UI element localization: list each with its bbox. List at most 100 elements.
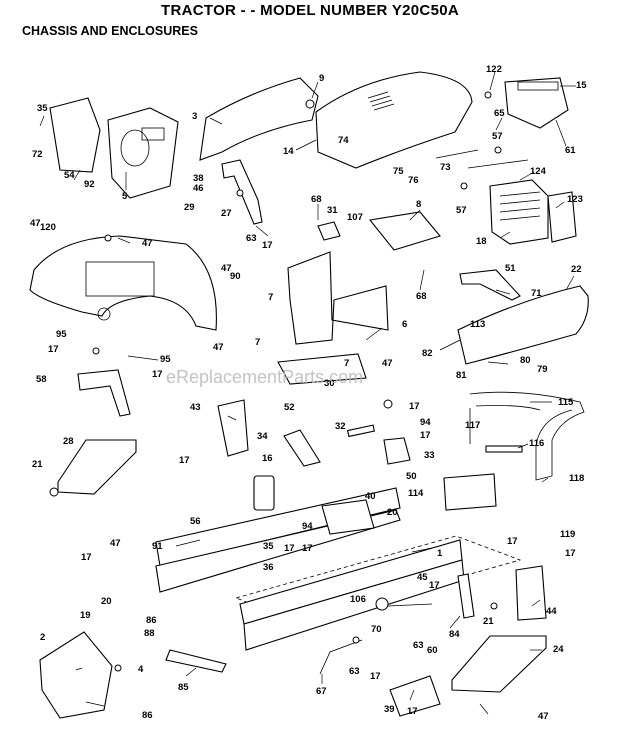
callout: 63 bbox=[413, 640, 424, 651]
callout: 35 bbox=[37, 103, 48, 114]
callout: 40 bbox=[365, 491, 376, 502]
callout: 17 bbox=[179, 455, 190, 466]
callout: 9 bbox=[319, 73, 324, 84]
callout: 122 bbox=[486, 64, 502, 75]
callout: 47 bbox=[213, 342, 224, 353]
callout: 27 bbox=[221, 208, 232, 219]
callout: 35 bbox=[263, 541, 274, 552]
callout: 107 bbox=[347, 212, 363, 223]
callout: 63 bbox=[349, 666, 360, 677]
callout: 74 bbox=[338, 135, 349, 146]
callout: 114 bbox=[408, 488, 424, 499]
callout: 52 bbox=[284, 402, 295, 413]
callout: 63 bbox=[246, 233, 257, 244]
callout: 92 bbox=[84, 179, 95, 190]
callout: 47 bbox=[538, 711, 549, 722]
callout: 47 bbox=[221, 263, 232, 274]
callout: 17 bbox=[81, 552, 92, 563]
callout: 85 bbox=[178, 682, 189, 693]
callout: 68 bbox=[416, 291, 427, 302]
callout: 82 bbox=[422, 348, 433, 359]
callout: 30 bbox=[324, 378, 335, 389]
callout: 16 bbox=[262, 453, 273, 464]
callout: 67 bbox=[316, 686, 327, 697]
callout: 17 bbox=[302, 543, 313, 554]
callout: 124 bbox=[530, 166, 547, 177]
callout: 91 bbox=[152, 541, 163, 552]
callout: 75 bbox=[393, 166, 404, 177]
callout-labels: 35 72 54 92 5 3 9 14 74 75 76 107 122 15… bbox=[30, 64, 587, 722]
callout: 68 bbox=[311, 194, 322, 205]
callout: 95 bbox=[56, 329, 67, 340]
callout: 90 bbox=[230, 271, 241, 282]
callout: 15 bbox=[576, 80, 587, 91]
callout: 24 bbox=[553, 644, 564, 655]
callout: 76 bbox=[408, 175, 419, 186]
callout: 17 bbox=[48, 344, 59, 355]
callout: 119 bbox=[560, 529, 575, 540]
callout: 17 bbox=[507, 536, 518, 547]
callout: 81 bbox=[456, 370, 467, 381]
callout: 31 bbox=[327, 205, 338, 216]
callout: 117 bbox=[465, 420, 480, 431]
callout: 57 bbox=[456, 205, 467, 216]
callout: 47 bbox=[30, 218, 41, 229]
callout: 56 bbox=[190, 516, 201, 527]
callout: 1 bbox=[437, 548, 443, 559]
callout: 20 bbox=[101, 596, 112, 607]
callout: 22 bbox=[571, 264, 582, 275]
callout: 54 bbox=[64, 170, 75, 181]
callout: 17 bbox=[420, 430, 431, 441]
callout: 80 bbox=[520, 355, 531, 366]
callout: 50 bbox=[406, 471, 417, 482]
callout: 2 bbox=[40, 632, 45, 643]
callout: 17 bbox=[409, 401, 420, 412]
callout: 18 bbox=[476, 236, 487, 247]
callout: 84 bbox=[449, 629, 460, 640]
callout: 17 bbox=[407, 706, 418, 717]
callout: 73 bbox=[440, 162, 451, 173]
callout: 36 bbox=[263, 562, 274, 573]
callout: 86 bbox=[146, 615, 157, 626]
callout: 47 bbox=[142, 238, 153, 249]
callout: 17 bbox=[370, 671, 381, 682]
callout: 44 bbox=[546, 606, 557, 617]
page-title: TRACTOR - - MODEL NUMBER Y20C50A bbox=[161, 2, 459, 19]
callout: 79 bbox=[537, 364, 548, 375]
callout: 19 bbox=[80, 610, 91, 621]
callout: 57 bbox=[492, 131, 503, 142]
callout: 33 bbox=[424, 450, 435, 461]
callout: 46 bbox=[193, 183, 204, 194]
callout: 123 bbox=[567, 194, 583, 205]
callout: 72 bbox=[32, 149, 43, 160]
callout: 8 bbox=[416, 199, 421, 210]
callout: 6 bbox=[402, 319, 407, 330]
callout: 106 bbox=[350, 594, 366, 605]
callout: 94 bbox=[302, 521, 313, 532]
callout: 38 bbox=[193, 173, 204, 184]
callout: 29 bbox=[184, 202, 195, 213]
callout: 51 bbox=[505, 263, 516, 274]
callout: 71 bbox=[531, 288, 542, 299]
callout: 113 bbox=[470, 319, 485, 330]
callout: 17 bbox=[565, 548, 576, 559]
callout: 34 bbox=[257, 431, 268, 442]
callout: 47 bbox=[110, 538, 121, 549]
callout: 20 bbox=[387, 507, 398, 518]
callout: 32 bbox=[335, 421, 346, 432]
callout: 45 bbox=[417, 572, 428, 583]
callout: 65 bbox=[494, 108, 505, 119]
callout: 43 bbox=[190, 402, 201, 413]
callout: 88 bbox=[144, 628, 155, 639]
callout: 58 bbox=[36, 374, 47, 385]
callout: 17 bbox=[284, 543, 295, 554]
callout: 14 bbox=[283, 146, 294, 157]
part-shapes bbox=[29, 71, 589, 719]
callout: 61 bbox=[565, 145, 576, 156]
callout: 7 bbox=[255, 337, 260, 348]
leader-lines bbox=[39, 71, 576, 715]
callout: 7 bbox=[268, 292, 273, 303]
callout: 28 bbox=[63, 436, 74, 447]
callout: 120 bbox=[40, 222, 56, 233]
